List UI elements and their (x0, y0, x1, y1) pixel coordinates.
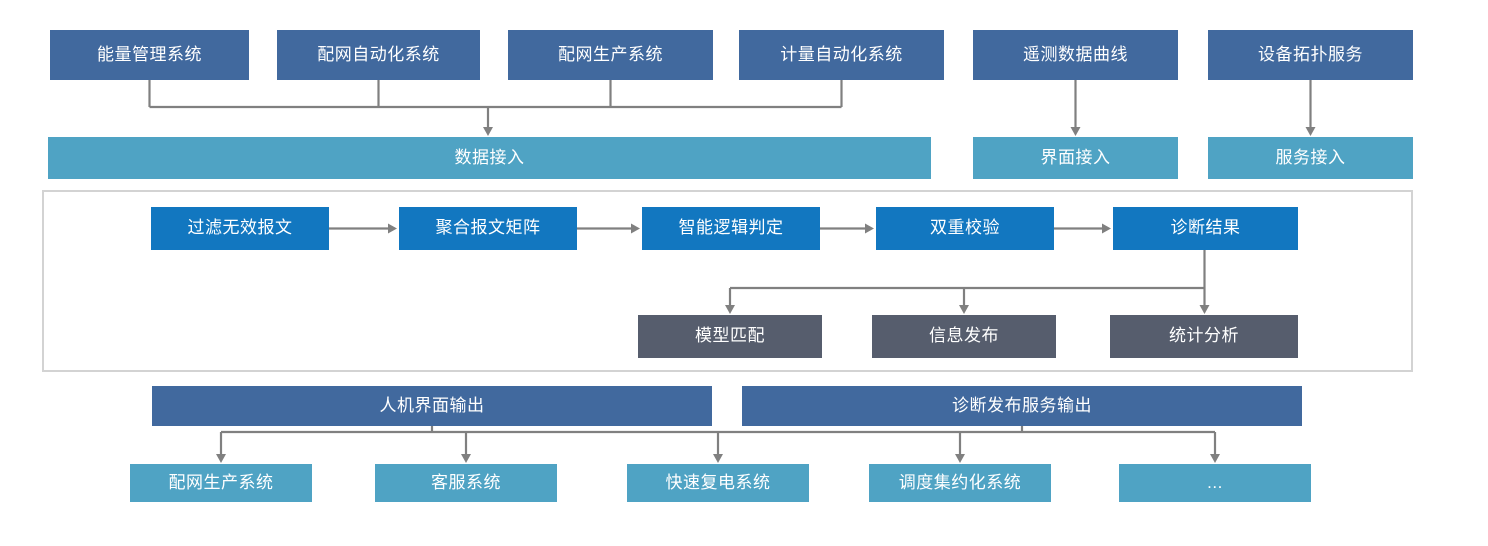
consumer-system-box[interactable]: 快速复电系统 (627, 464, 809, 502)
pipeline-step-box[interactable]: 智能逻辑判定 (642, 207, 820, 250)
output-channel-publish[interactable]: 诊断发布服务输出 (742, 386, 1302, 426)
source-system-box[interactable]: 计量自动化系统 (739, 30, 944, 80)
processing-output-box[interactable]: 模型匹配 (638, 315, 822, 358)
access-layer-interface[interactable]: 界面接入 (973, 137, 1178, 179)
source-system-box[interactable]: 能量管理系统 (50, 30, 249, 80)
access-layer-service[interactable]: 服务接入 (1208, 137, 1413, 179)
consumer-system-box[interactable]: 配网生产系统 (130, 464, 312, 502)
access-layer-data[interactable]: 数据接入 (48, 137, 931, 179)
processing-output-box[interactable]: 信息发布 (872, 315, 1056, 358)
output-channel-hmi[interactable]: 人机界面输出 (152, 386, 712, 426)
consumer-system-box[interactable]: 调度集约化系统 (869, 464, 1051, 502)
connector-sources-to-data-access (148, 80, 843, 136)
consumer-system-box[interactable]: 客服系统 (375, 464, 557, 502)
pipeline-step-box[interactable]: 过滤无效报文 (151, 207, 329, 250)
pipeline-step-box[interactable]: 诊断结果 (1113, 207, 1298, 250)
source-system-box[interactable]: 配网生产系统 (508, 30, 713, 80)
connector-hmi-to-consumers (216, 426, 723, 463)
interface-source-box[interactable]: 遥测数据曲线 (973, 30, 1178, 80)
connector-publish-to-consumers (718, 426, 1220, 463)
processing-frame (42, 190, 1413, 372)
pipeline-step-box[interactable]: 聚合报文矩阵 (399, 207, 577, 250)
processing-output-box[interactable]: 统计分析 (1110, 315, 1298, 358)
source-system-box[interactable]: 配网自动化系统 (277, 30, 480, 80)
consumer-system-box-more[interactable]: ... (1119, 464, 1311, 502)
pipeline-step-box[interactable]: 双重校验 (876, 207, 1054, 250)
interface-source-box[interactable]: 设备拓扑服务 (1208, 30, 1413, 80)
